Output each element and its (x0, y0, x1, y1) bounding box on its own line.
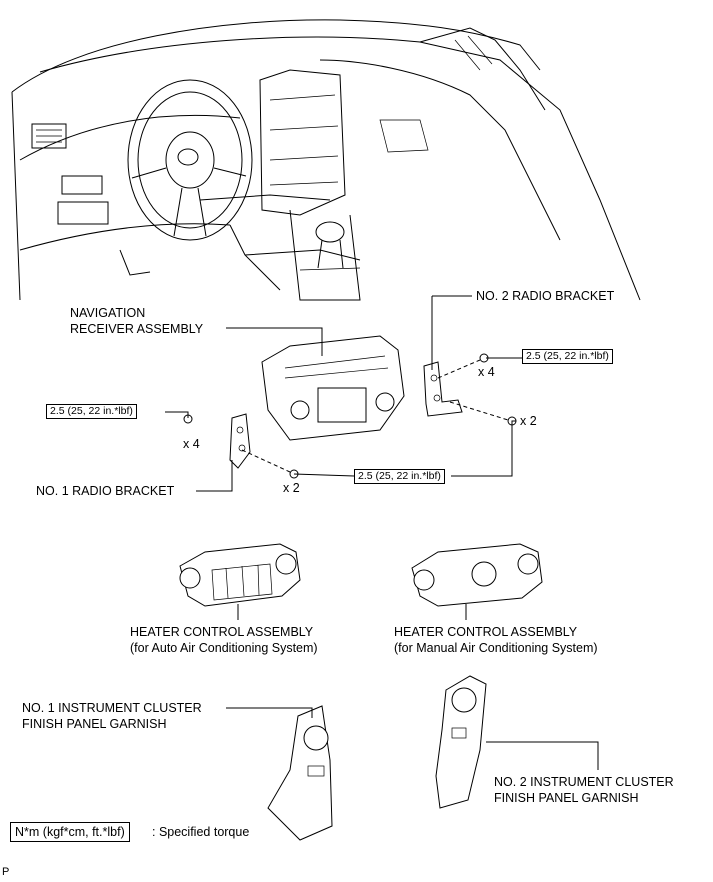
quantity-left: x 4 (183, 437, 200, 451)
cluster-garnish-1-label: NO. 1 INSTRUMENT CLUSTER FINISH PANEL GA… (22, 700, 202, 732)
legend-box: N*m (kgf*cm, ft.*lbf) (10, 822, 130, 842)
navigation-receiver-label-line2: RECEIVER ASSEMBLY (70, 322, 204, 336)
radio-bracket-1-illustration (229, 413, 251, 469)
cluster-garnish-2-label-line2: FINISH PANEL GARNISH (494, 791, 639, 805)
quantity-right-upper: x 4 (478, 365, 495, 379)
torque-box-bottom: 2.5 (25, 22 in.*lbf) (354, 469, 445, 484)
alignment-line (437, 359, 481, 379)
cluster-garnish-1-label-line1: NO. 1 INSTRUMENT CLUSTER (22, 701, 202, 715)
heater-manual-label: HEATER CONTROL ASSEMBLY (for Manual Air … (394, 624, 598, 656)
torque-box-left: 2.5 (25, 22 in.*lbf) (46, 404, 137, 419)
cluster-garnish-2-label: NO. 2 INSTRUMENT CLUSTER FINISH PANEL GA… (494, 774, 674, 806)
heater-manual-label-line1: HEATER CONTROL ASSEMBLY (394, 625, 578, 639)
cluster-garnish-1-illustration (267, 705, 333, 841)
quantity-right-lower: x 2 (520, 414, 537, 428)
heater-control-manual-illustration (411, 543, 543, 607)
corner-mark: P (2, 866, 10, 878)
radio-bracket-2-label: NO. 2 RADIO BRACKET (476, 289, 615, 303)
navigation-receiver-illustration (261, 335, 405, 441)
navigation-receiver-label-line1: NAVIGATION (70, 306, 146, 320)
legend-text: : Specified torque (152, 825, 250, 839)
alignment-line (449, 401, 509, 421)
cluster-garnish-2-label-line1: NO. 2 INSTRUMENT CLUSTER (494, 775, 674, 789)
radio-bracket-2-illustration (423, 361, 463, 417)
heater-auto-label-line2: (for Auto Air Conditioning System) (130, 641, 318, 655)
alignment-line (241, 449, 291, 473)
torque-box-right-upper: 2.5 (25, 22 in.*lbf) (522, 349, 613, 364)
heater-manual-label-line2: (for Manual Air Conditioning System) (394, 641, 598, 655)
cluster-garnish-2-illustration (435, 675, 487, 809)
leader-lines (165, 295, 599, 770)
heater-auto-label-line1: HEATER CONTROL ASSEMBLY (130, 625, 314, 639)
quantity-bottom: x 2 (283, 481, 300, 495)
heater-auto-label: HEATER CONTROL ASSEMBLY (for Auto Air Co… (130, 624, 318, 656)
cluster-garnish-1-label-line2: FINISH PANEL GARNISH (22, 717, 167, 731)
radio-bracket-1-label: NO. 1 RADIO BRACKET (36, 484, 175, 498)
dashboard-illustration (11, 19, 641, 301)
navigation-receiver-label: NAVIGATION RECEIVER ASSEMBLY (70, 305, 203, 337)
heater-control-auto-illustration (179, 543, 301, 607)
